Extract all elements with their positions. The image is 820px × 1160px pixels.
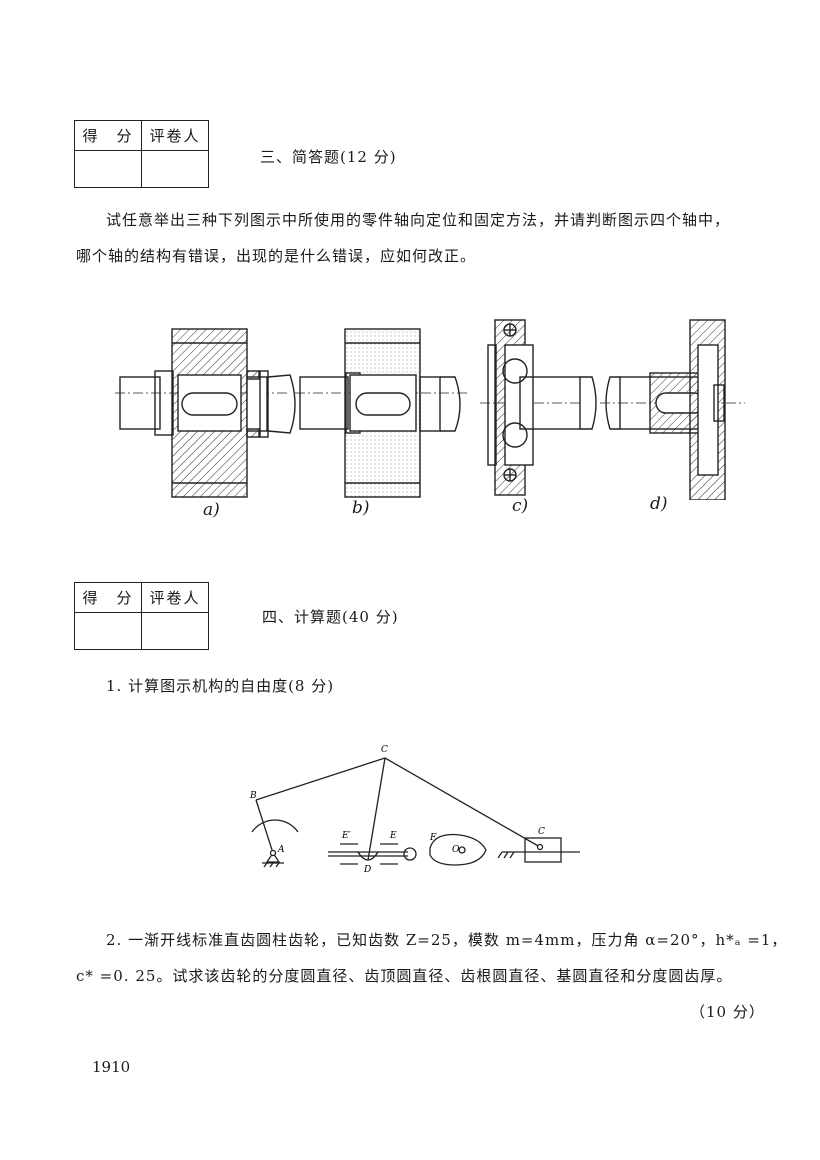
figure-b — [295, 328, 470, 498]
label-A: A — [277, 845, 285, 855]
caption-d: d) — [650, 494, 668, 514]
caption-a: a) — [203, 500, 220, 520]
label-B: B — [249, 791, 257, 801]
section3-title: 三、简答题(12 分) — [260, 148, 397, 166]
score-cell[interactable] — [74, 150, 142, 188]
section4-title: 四、计算题(40 分) — [262, 608, 399, 626]
figure-c — [480, 319, 597, 496]
caption-c: c) — [512, 496, 529, 516]
score-cell[interactable] — [74, 612, 142, 650]
q1-text: 1. 计算图示机构的自由度(8 分) — [106, 677, 335, 695]
label-F: F — [429, 833, 437, 843]
section3-question-line2: 哪个轴的结构有错误，出现的是什么错误，应如何改正。 — [76, 247, 477, 265]
grader-label: 评卷人 — [141, 582, 209, 613]
label-C-top: C — [381, 745, 388, 755]
label-D: D — [363, 865, 371, 875]
figure-d — [600, 319, 745, 500]
q2-line2: c* =0. 25。试求该齿轮的分度圆直径、齿顶圆直径、齿根圆直径、基圆直径和分… — [76, 967, 733, 985]
label-E-prime: E′ — [341, 831, 351, 841]
page-number: 1910 — [92, 1058, 131, 1076]
figure-a — [115, 328, 296, 498]
label-O: O — [452, 845, 460, 855]
grader-cell[interactable] — [141, 150, 209, 188]
grader-label: 评卷人 — [141, 120, 209, 151]
shaft-figures — [115, 319, 745, 500]
score-label: 得 分 — [74, 120, 142, 151]
label-C-slider: C — [538, 827, 545, 837]
section3-question-line1: 试任意举出三种下列图示中所使用的零件轴向定位和固定方法，并请判断图示四个轴中， — [106, 211, 731, 229]
score-table-section4: 得 分 评卷人 — [74, 582, 209, 650]
label-E: E — [389, 831, 397, 841]
grader-cell[interactable] — [141, 612, 209, 650]
q2-line1: 2. 一渐开线标准直齿圆柱齿轮，已知齿数 Z=25，模数 m=4mm，压力角 α… — [106, 931, 788, 949]
caption-b: b) — [352, 498, 370, 518]
score-label: 得 分 — [74, 582, 142, 613]
q2-points: （10 分） — [690, 1003, 765, 1021]
score-table-section3: 得 分 评卷人 — [74, 120, 209, 188]
mechanism-diagram: B A C E′ E D F O C — [249, 745, 580, 875]
